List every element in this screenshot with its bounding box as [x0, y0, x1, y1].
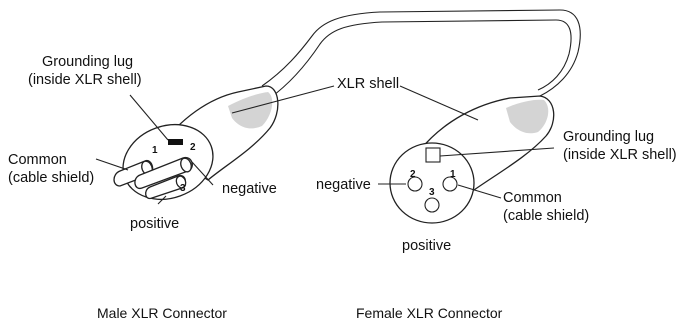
cable [261, 9, 581, 99]
female-pin-number: 1 [450, 169, 456, 180]
female-pin-number: 2 [410, 169, 416, 180]
male-pin-number: 3 [180, 183, 186, 194]
male-grounding-lug-label: Grounding lug [42, 54, 133, 70]
female-negative-label: negative [316, 177, 371, 193]
male-caption: Male XLR Connector [97, 305, 227, 321]
male-pin-number: 1 [152, 145, 158, 156]
female-grounding-lug-label: Grounding lug [563, 129, 654, 145]
female-pin-1 [442, 176, 458, 192]
female-caption: Female XLR Connector [356, 305, 503, 321]
male-grounding-lug-sublabel: (inside XLR shell) [28, 72, 142, 88]
male-common-sublabel: (cable shield) [8, 170, 94, 186]
male-pin-2 [134, 156, 193, 190]
male-common-label: Common [8, 152, 67, 168]
female-connector: 2 1 3 [389, 95, 555, 224]
leader-lines [95, 85, 555, 205]
female-pin-2 [407, 176, 423, 192]
male-negative-label: negative [222, 181, 277, 197]
female-pin-number: 3 [429, 187, 435, 198]
female-common-label: Common [503, 190, 562, 206]
female-common-sublabel: (cable shield) [503, 208, 589, 224]
female-xlr-shell [389, 142, 475, 224]
labels: Grounding lug (inside XLR shell) Common … [8, 54, 677, 254]
female-pin-3 [424, 197, 440, 213]
xlr-shell-label: XLR shell [337, 76, 399, 92]
male-pin-number: 2 [190, 142, 196, 153]
male-grounding-lug-icon [168, 139, 183, 145]
female-positive-label: positive [402, 238, 451, 254]
male-connector: 1 2 3 [113, 85, 279, 200]
female-grounding-lug-icon [425, 147, 441, 163]
female-grounding-lug-sublabel: (inside XLR shell) [563, 147, 677, 163]
male-positive-label: positive [130, 216, 179, 232]
